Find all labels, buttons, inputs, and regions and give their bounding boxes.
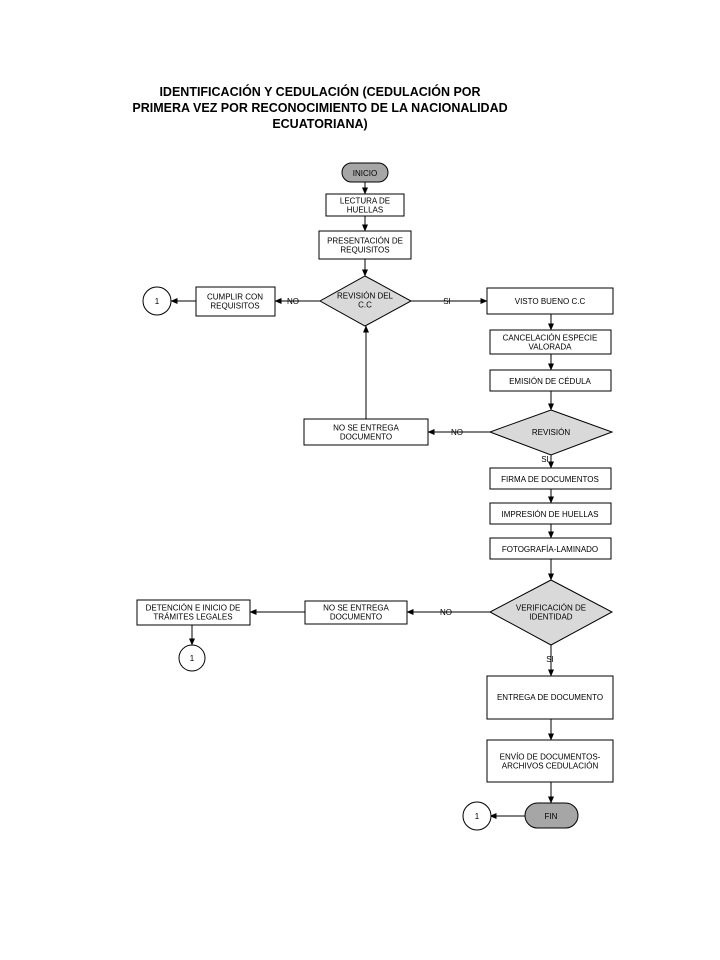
node-fotografia-label: FOTOGRAFÍA-LAMINADO [502, 545, 598, 554]
label-line: REQUISITOS [340, 246, 389, 255]
title-line-3: ECUATORIANA) [272, 117, 368, 131]
node-fin: FIN [524, 802, 579, 829]
label-line: 1 [190, 654, 195, 663]
label-si-1: SI [443, 297, 451, 306]
label-line: FOTOGRAFÍA-LAMINADO [502, 545, 598, 554]
label-line: ARCHIVOS CEDULACIÓN [502, 762, 599, 771]
label-no-1: NO [287, 297, 299, 306]
node-fotografia-laminado: FOTOGRAFÍA-LAMINADO [489, 537, 612, 560]
label-line: DOCUMENTO [340, 433, 392, 442]
label-line: VERIFICACIÓN DE [516, 604, 586, 613]
node-impresion-label: IMPRESIÓN DE HUELLAS [502, 510, 599, 519]
label-line: VALORADA [529, 343, 573, 352]
title-line-1: IDENTIFICACIÓN Y CEDULACIÓN (CEDULACIÓN … [159, 85, 481, 99]
node-envio-label: ENVÍO DE DOCUMENTOS-ARCHIVOS CEDULACIÓN [500, 753, 601, 771]
label-line: HUELLAS [347, 206, 383, 215]
node-inicio-label: INICIO [353, 169, 377, 178]
label-line: 1 [475, 812, 480, 821]
label-line: REVISIÓN DEL [337, 292, 394, 301]
connector-1-top-label: 1 [155, 297, 160, 306]
connector-1-bottom: 1 [462, 801, 492, 831]
node-fin-label: FIN [545, 812, 558, 821]
decision-revision-label: REVISIÓN [532, 428, 570, 437]
diagram-title: IDENTIFICACIÓN Y CEDULACIÓN (CEDULACIÓN … [110, 84, 530, 132]
label-no-2: NO [451, 428, 463, 437]
label-line: NO SE ENTREGA [333, 424, 399, 433]
node-entrega-label: ENTREGA DE DOCUMENTO [497, 693, 603, 702]
label-line: C.C [358, 301, 372, 310]
label-line: REVISIÓN [532, 428, 570, 437]
label-line: PRESENTACIÓN DE [327, 237, 403, 246]
node-firma-de-documentos: FIRMA DE DOCUMENTOS [489, 467, 612, 490]
label-line: IMPRESIÓN DE HUELLAS [502, 510, 599, 519]
connector-1-left: 1 [178, 644, 206, 672]
node-entrega-de-documento: ENTREGA DE DOCUMENTO [486, 675, 614, 720]
connectors [170, 182, 554, 819]
title-line-2: PRIMERA VEZ POR RECONOCIMIENTO DE LA NAC… [132, 101, 508, 115]
label-line: 1 [155, 297, 160, 306]
decision-revision: REVISIÓN [488, 409, 614, 456]
label-line: REQUISITOS [210, 302, 259, 311]
connector-1-top: 1 [142, 286, 172, 316]
label-line: FIRMA DE DOCUMENTOS [501, 475, 599, 484]
connector-1-bottom-label: 1 [475, 812, 480, 821]
label-line: LECTURA DE [340, 197, 390, 206]
node-visto-bueno: VISTO BUENO C.C [486, 287, 614, 315]
label-line: NO SE ENTREGA [323, 604, 389, 613]
node-impresion-de-huellas: IMPRESIÓN DE HUELLAS [489, 502, 612, 525]
label-line: CANCELACIÓN ESPECIE [503, 334, 598, 343]
label-si-3: SI [546, 655, 554, 664]
label-line: ENTREGA DE DOCUMENTO [497, 693, 603, 702]
edge-labels: NO SI NO SI NO SI [287, 297, 554, 664]
node-emision-label: EMISIÓN DE CÉDULA [509, 377, 591, 386]
label-line: EMISIÓN DE CÉDULA [509, 377, 591, 386]
connector-1-left-label: 1 [190, 654, 195, 663]
node-firma-label: FIRMA DE DOCUMENTOS [501, 475, 599, 484]
label-line: IDENTIDAD [529, 613, 572, 622]
node-envio-de-documentos: ENVÍO DE DOCUMENTOS-ARCHIVOS CEDULACIÓN [486, 739, 614, 783]
node-emision-de-cedula: EMISIÓN DE CÉDULA [489, 369, 612, 392]
label-line: DOCUMENTO [330, 613, 382, 622]
label-line: TRÁMITES LEGALES [153, 613, 232, 622]
label-no-3: NO [440, 608, 452, 617]
label-line: INICIO [353, 169, 377, 178]
label-line: FIN [545, 812, 558, 821]
label-line: ENVÍO DE DOCUMENTOS- [500, 753, 601, 762]
label-si-2: SI [541, 455, 549, 464]
node-visto-bueno-label: VISTO BUENO C.C [515, 297, 586, 306]
label-line: DETENCIÓN E INICIO DE [146, 604, 241, 613]
label-line: VISTO BUENO C.C [515, 297, 586, 306]
label-line: CUMPLIR CON [207, 293, 263, 302]
node-inicio: INICIO [341, 162, 389, 183]
